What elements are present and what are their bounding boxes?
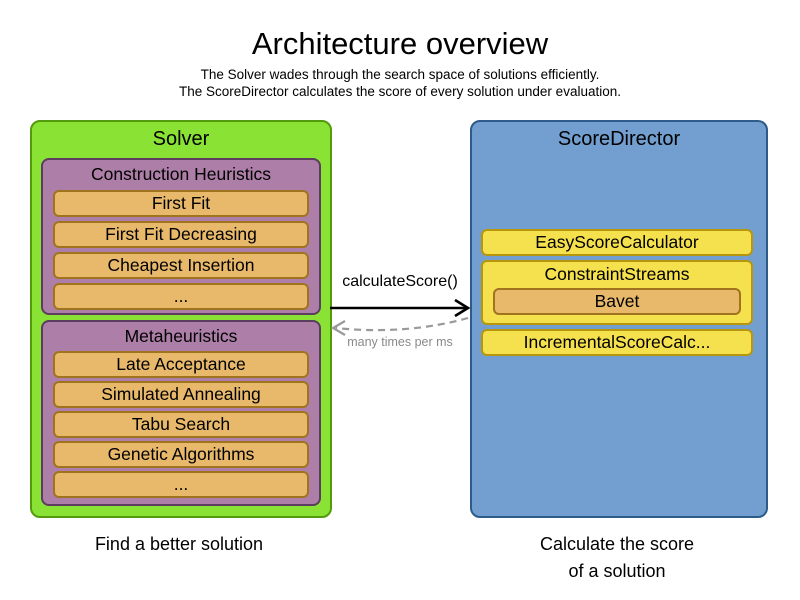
algorithm-item: Simulated Annealing [53,381,309,408]
incremental-score-calculator-box: IncrementalScoreCalc... [481,329,753,356]
algorithm-item: First Fit Decreasing [53,221,309,248]
solver-title: Solver [152,128,210,150]
score-director-box: ScoreDirector EasyScoreCalculator Constr… [470,120,768,518]
metaheuristics-group: Metaheuristics Late Acceptance Simulated… [41,320,321,506]
algorithm-item: Genetic Algorithms [53,441,309,468]
subtitle-line-2: The ScoreDirector calculates the score o… [179,84,621,99]
page-title: Architecture overview [251,26,549,61]
algorithm-item: Late Acceptance [53,351,309,378]
dashed-arrow-head-icon [330,320,346,336]
solver-box: Solver Construction Heuristics First Fit… [30,120,332,518]
construction-heuristics-title: Construction Heuristics [91,164,271,184]
score-director-title: ScoreDirector [557,128,681,150]
algorithm-item: ... [53,471,309,498]
score-director-caption-line-1: Calculate the score [539,534,695,554]
solver-caption: Find a better solution [94,534,264,554]
easy-score-calculator-box: EasyScoreCalculator [481,229,753,256]
construction-heuristics-group: Construction Heuristics First Fit First … [41,158,321,315]
algorithm-item: Cheapest Insertion [53,252,309,279]
score-director-caption-line-2: of a solution [568,561,666,581]
call-return-arrows [330,298,471,336]
metaheuristics-title: Metaheuristics [124,326,238,346]
bavet-box: Bavet [493,288,741,315]
calculate-score-label: calculateScore() [342,273,458,290]
constraint-streams-box: ConstraintStreams Bavet [481,260,753,325]
dashed-arrow-line [335,316,469,332]
constraint-streams-label: ConstraintStreams [544,264,690,284]
algorithm-item: First Fit [53,190,309,217]
score-director-caption: Calculate the score of a solution [470,531,764,585]
subtitle-line-1: The Solver wades through the search spac… [200,67,600,82]
solid-arrow-head-icon [454,298,471,318]
algorithm-item: ... [53,283,309,310]
frequency-label: many times per ms [347,335,453,349]
algorithm-item: Tabu Search [53,411,309,438]
